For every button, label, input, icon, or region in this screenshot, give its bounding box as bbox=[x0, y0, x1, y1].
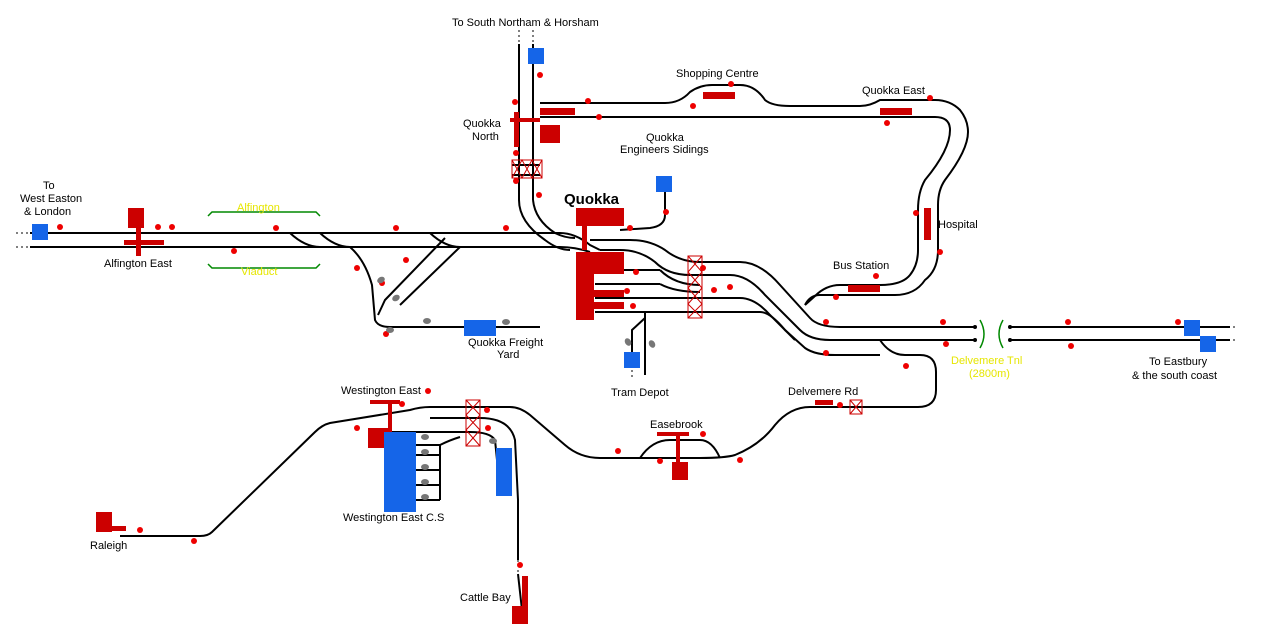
label-alfington-east: Alfington East bbox=[104, 258, 172, 270]
crossing-westington bbox=[465, 399, 481, 447]
siding-freight-yard bbox=[464, 320, 496, 336]
platform-quokka-north bbox=[514, 112, 519, 147]
label-delvemere-tnl-1: Delvemere Tnl bbox=[951, 355, 1022, 367]
crossing-quokka-east bbox=[687, 255, 703, 319]
label-raleigh: Raleigh bbox=[90, 540, 127, 552]
label-bus-station: Bus Station bbox=[833, 260, 889, 272]
level-crossings bbox=[465, 158, 863, 447]
platform-delvemere-rd bbox=[815, 400, 833, 405]
labels: To South Northam & Horsham Shopping Cent… bbox=[20, 17, 1217, 604]
tracks bbox=[16, 30, 1236, 611]
label-hospital: Hospital bbox=[938, 219, 978, 231]
viaduct-markers bbox=[207, 211, 321, 269]
label-shopping-centre: Shopping Centre bbox=[676, 68, 759, 80]
siding-eastbury-1 bbox=[1184, 320, 1200, 336]
label-to-west-1: To bbox=[43, 180, 55, 192]
label-quokka-freight-2: Yard bbox=[497, 349, 519, 361]
platform-westington-east bbox=[370, 400, 400, 404]
label-cattle-bay: Cattle Bay bbox=[460, 592, 511, 604]
label-quokka-freight-1: Quokka Freight bbox=[468, 337, 543, 349]
label-quokka-eng-1: Quokka bbox=[646, 132, 685, 144]
platform-quokka-east bbox=[880, 108, 912, 115]
platform-shopping-centre bbox=[703, 92, 735, 99]
siding-eastbury-2 bbox=[1200, 336, 1216, 352]
platform-bus-station bbox=[848, 285, 880, 292]
label-easebrook: Easebrook bbox=[650, 419, 703, 431]
label-to-west-3: & London bbox=[24, 206, 71, 218]
platform-hospital bbox=[924, 208, 931, 240]
platform-cattle-bay bbox=[522, 576, 528, 606]
label-delvemere-rd: Delvemere Rd bbox=[788, 386, 858, 398]
label-quokka: Quokka bbox=[564, 191, 620, 208]
freight-wagons bbox=[377, 276, 656, 500]
label-quokka-north-1: Quokka bbox=[463, 118, 502, 130]
label-to-eastbury-2: & the south coast bbox=[1132, 370, 1217, 382]
label-quokka-east: Quokka East bbox=[862, 85, 925, 97]
platform-quokka bbox=[576, 208, 624, 226]
label-viaduct: Viaduct bbox=[241, 266, 278, 278]
label-westington-east: Westington East bbox=[341, 385, 421, 397]
platform-easebrook bbox=[657, 432, 689, 436]
siding-westington-cs bbox=[384, 432, 416, 512]
label-alfington-viaduct-top: Alfington bbox=[237, 202, 280, 214]
platform-alfington-east bbox=[128, 208, 144, 228]
label-delvemere-tnl-2: (2800m) bbox=[969, 368, 1010, 380]
signals bbox=[57, 72, 1181, 568]
tunnel-portals bbox=[973, 319, 1012, 349]
siding-tram-depot bbox=[624, 352, 640, 368]
siding-west-easton bbox=[32, 224, 48, 240]
label-to-west-2: West Easton bbox=[20, 193, 82, 205]
label-tram-depot: Tram Depot bbox=[611, 387, 669, 399]
label-westington-cs: Westington East C.S bbox=[343, 512, 444, 524]
label-to-south-northam: To South Northam & Horsham bbox=[452, 17, 599, 29]
label-to-eastbury-1: To Eastbury bbox=[1149, 356, 1208, 368]
label-quokka-north-2: North bbox=[472, 131, 499, 143]
crossing-delvemere bbox=[849, 399, 863, 415]
siding-cattle-bay bbox=[496, 448, 512, 496]
siding-engineers bbox=[656, 176, 672, 192]
label-quokka-eng-2: Engineers Sidings bbox=[620, 144, 709, 156]
siding-south-northam bbox=[528, 48, 544, 64]
sidings bbox=[32, 48, 1216, 512]
crossing-quokka-north bbox=[511, 158, 543, 180]
